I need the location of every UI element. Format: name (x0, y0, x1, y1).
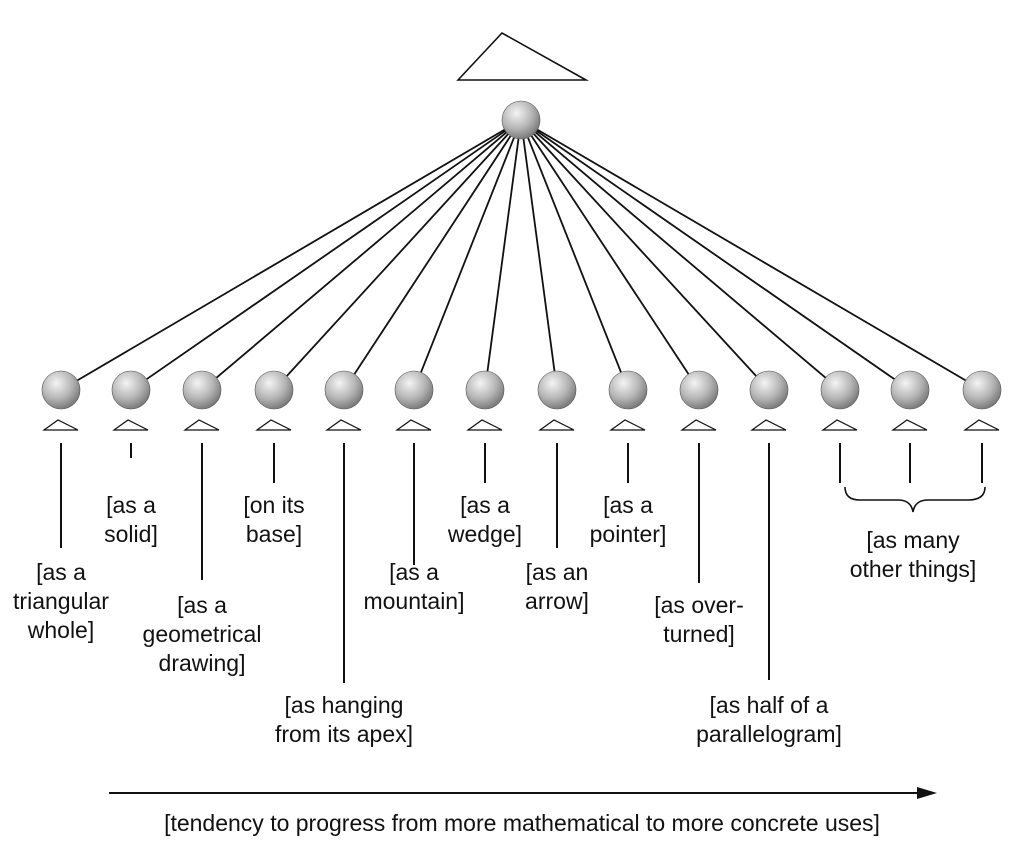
child-7-label-line-1: [as a (460, 492, 510, 518)
child-node-3 (182, 370, 222, 410)
edge-root-to-child-3 (215, 131, 508, 379)
child-triangle-icon-1 (42, 419, 79, 431)
edge-root-to-child-8 (522, 138, 556, 372)
progress-caption: [tendency to progress from more mathemat… (164, 810, 880, 836)
edge-root-to-child-2 (146, 130, 506, 380)
child-triangle-icon-14 (963, 419, 1000, 431)
child-5-label-line-2: from its apex] (275, 721, 413, 747)
child-node-12 (820, 370, 860, 410)
child-triangle-icon-10 (680, 419, 717, 431)
child-5-label-line-1: [as hanging (285, 692, 404, 718)
child-node-2 (111, 370, 151, 410)
root-node (501, 100, 541, 140)
child-3-label-line-2: geometrical (143, 621, 262, 647)
child-triangle-icon-12 (821, 419, 858, 431)
edge-root-to-child-14 (536, 128, 967, 382)
child-6-label-line-2: mountain] (363, 588, 464, 614)
child-3-label-line-1: [as a (177, 592, 227, 618)
edge-root-to-child-12 (534, 131, 827, 379)
edge-root-to-child-11 (533, 133, 757, 377)
edges (76, 128, 967, 382)
child-node-9 (608, 370, 648, 410)
child-node-13 (890, 370, 930, 410)
edge-root-to-child-6 (420, 137, 515, 373)
child-node-5 (324, 370, 364, 410)
child-9-label-line-1: [as a (603, 492, 653, 518)
child-8-label-line-2: arrow] (525, 588, 589, 614)
child-triangle-icon-4 (255, 419, 292, 431)
child-7-label-line-2: wedge] (447, 521, 522, 547)
edge-root-to-child-4 (286, 133, 509, 377)
progress-arrowhead-icon (917, 787, 937, 799)
child-triangle-icon-13 (891, 419, 928, 431)
child-3-label-line-3: drawing] (159, 650, 246, 676)
child-node-4 (254, 370, 294, 410)
child-9-label-line-2: pointer] (590, 521, 667, 547)
group-label-line-2: other things] (850, 556, 977, 582)
child-triangle-icon-9 (609, 419, 646, 431)
root-triangle-icon (456, 31, 590, 81)
edge-root-to-child-7 (486, 138, 520, 372)
child-11-label-line-2: parallelogram] (696, 721, 842, 747)
child-triangle-icon-6 (395, 419, 432, 431)
child-2-label-line-2: solid] (104, 521, 158, 547)
child-triangle-icon-11 (750, 419, 787, 431)
edge-root-to-child-9 (527, 137, 622, 373)
child-labels: [as a triangular whole] [as a solid] [as a geo… (13, 492, 842, 747)
child-triangle-icon-5 (325, 419, 362, 431)
child-node-8 (537, 370, 577, 410)
child-triangle-icon-2 (112, 419, 149, 431)
edge-root-to-child-10 (530, 135, 690, 375)
child-triangle-icon-7 (466, 419, 503, 431)
edge-root-to-child-5 (353, 135, 512, 375)
child-1-label-line-3: whole] (27, 617, 94, 643)
child-6-label-line-1: [as a (389, 559, 439, 585)
child-10-label-line-2: turned] (663, 621, 735, 647)
child-11-label-line-1: [as half of a (710, 692, 829, 718)
child-10-label-line-1: [as over- (654, 592, 743, 618)
child-node-7 (465, 370, 505, 410)
group-brace (844, 486, 986, 513)
child-1-label-line-2: triangular (13, 588, 109, 614)
child-node-1 (41, 370, 81, 410)
group-label-line-1: [as many (866, 527, 960, 553)
edge-root-to-child-1 (76, 128, 506, 382)
child-triangle-icon-3 (183, 419, 220, 431)
child-8-label-line-1: [as an (526, 559, 589, 585)
child-node-14 (962, 370, 1002, 410)
child-4-label-line-1: [on its (243, 492, 304, 518)
child-node-11 (749, 370, 789, 410)
edge-root-to-child-13 (536, 130, 895, 380)
child-1-label-line-1: [as a (36, 559, 86, 585)
child-triangle-icon-8 (538, 419, 575, 431)
child-2-label-line-1: [as a (106, 492, 156, 518)
child-4-label-line-2: base] (246, 521, 302, 547)
child-nodes (41, 370, 1002, 683)
child-node-10 (679, 370, 719, 410)
child-node-6 (394, 370, 434, 410)
